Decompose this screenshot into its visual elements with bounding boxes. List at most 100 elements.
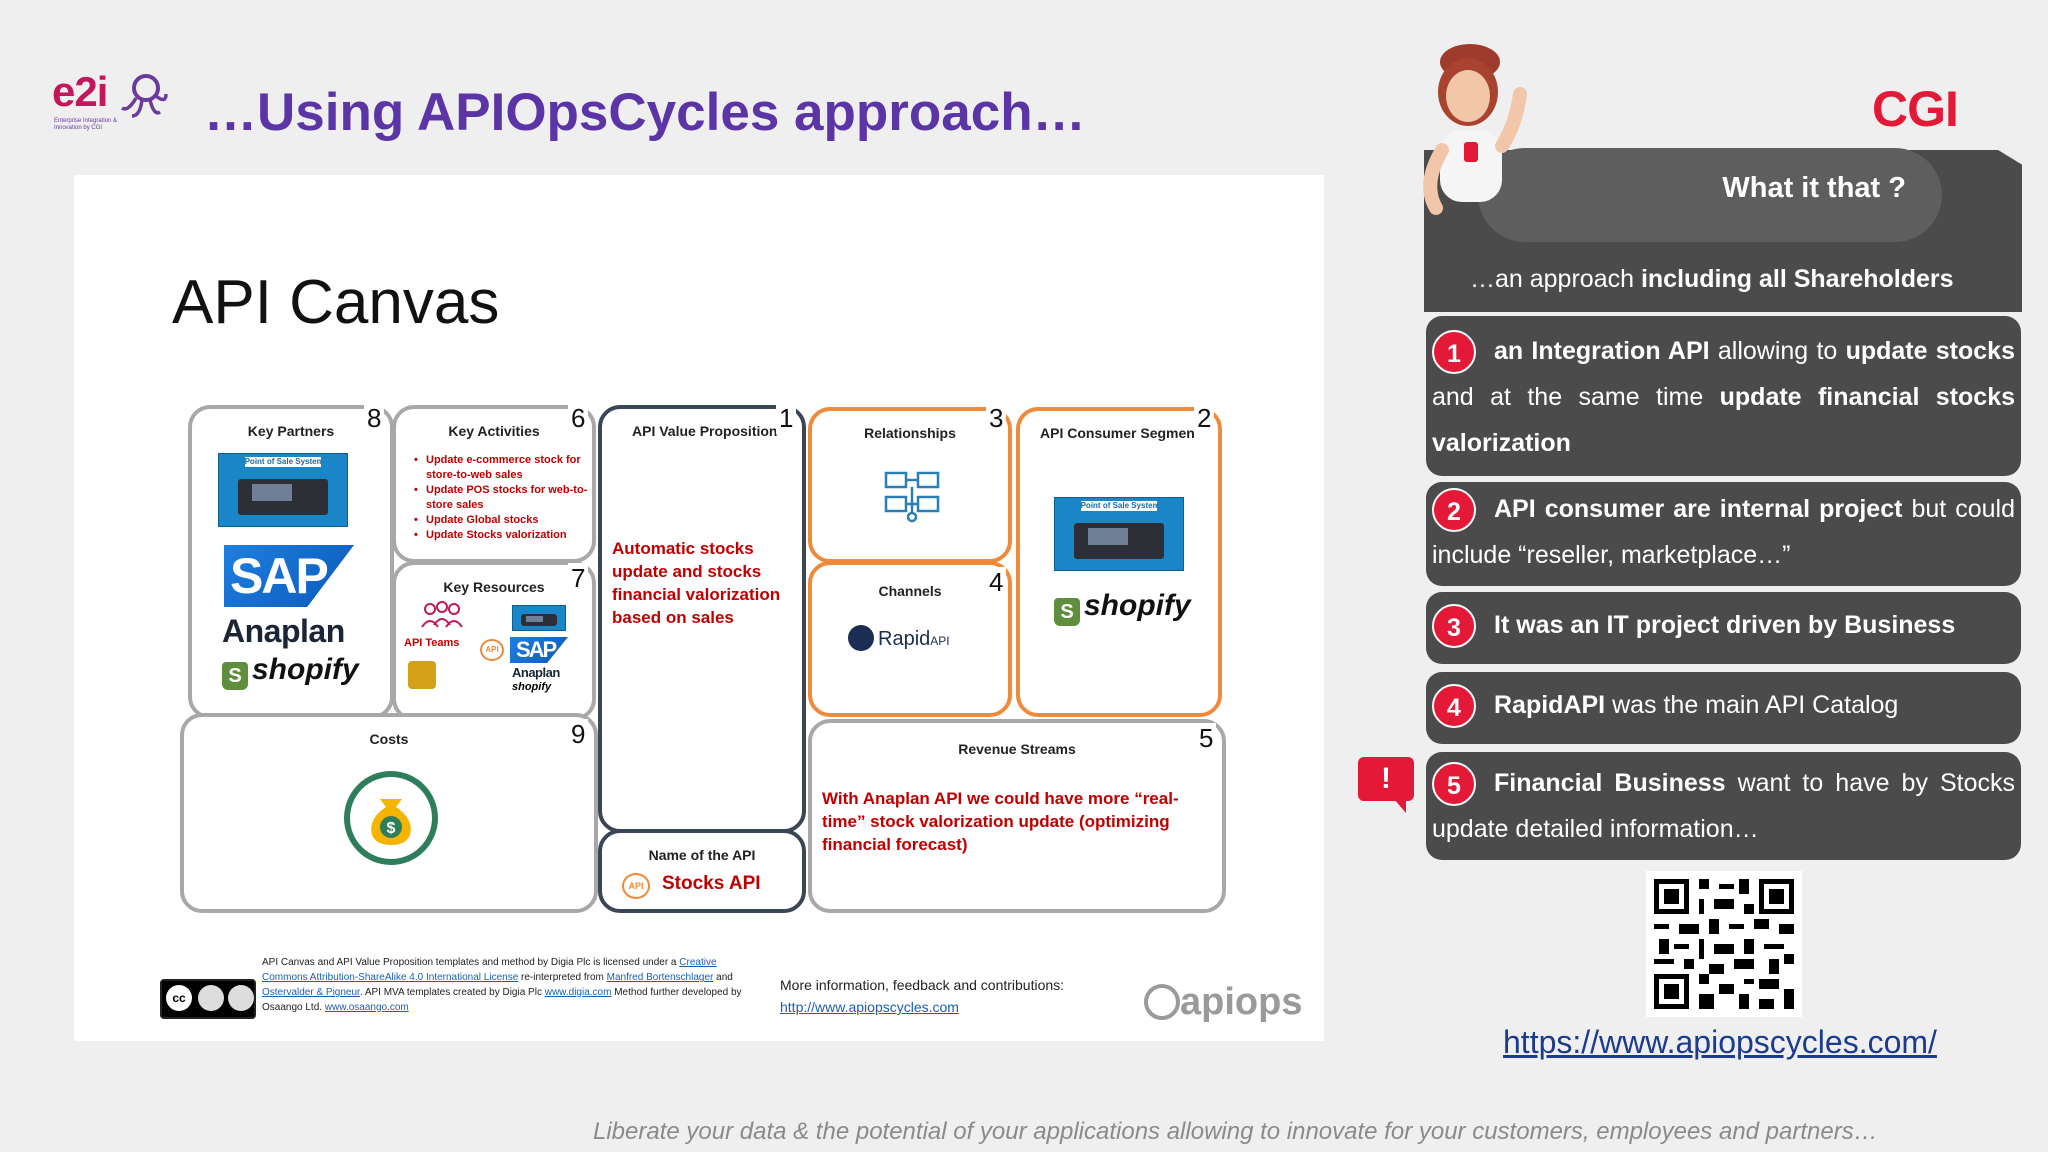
key-activities-list: Update e-commerce stock for store-to-web… (414, 453, 592, 543)
item-bold: update stocks (1845, 337, 2015, 365)
shopify-text: shopify (1084, 589, 1191, 622)
block-number: 7 (568, 563, 589, 594)
osterwalder-link[interactable]: Ostervalder & Pigneur (262, 987, 360, 998)
apiopscycles-link[interactable]: http://www.apiopscycles.com (780, 999, 959, 1015)
block-number: 1 (776, 403, 797, 434)
list-item: Update Global stocks (414, 513, 592, 528)
key-resources-block: Key Resources API Teams API SAP Anaplan … (392, 561, 596, 721)
name-of-api-label: Name of the API (648, 847, 756, 863)
item-bold: RapidAPI (1494, 691, 1606, 719)
pos-caption: Point of Sale System (1080, 501, 1158, 511)
bortenschlager-link[interactable]: Manfred Bortenschlager (606, 972, 714, 983)
item-text: was the main API Catalog (1605, 691, 1899, 719)
block-number: 9 (568, 719, 589, 750)
shopify-bag-icon: S (222, 662, 248, 690)
money-bag-icon: $ (344, 771, 438, 865)
license-line: re-interpreted from (518, 972, 607, 983)
cc-license-link[interactable]: Creative Commons Attribution-ShareAlike … (262, 957, 717, 983)
key-activities-block: Key Activities Update e-commerce stock f… (392, 405, 596, 563)
list-item: Update POS stocks for web-to-store sales (414, 483, 592, 513)
revenue-streams-text: With Anaplan API we could have more “rea… (822, 789, 1179, 854)
question-pill: What it that ? (1478, 148, 1942, 242)
canvas-title: API Canvas (172, 268, 500, 337)
item-text: want to have by Stocks update detailed i… (1432, 769, 2016, 844)
sap-logo: SAP (224, 545, 354, 607)
name-of-api-block: Name of the API API Stocks API (598, 829, 806, 913)
question-text: What it that ? (1722, 172, 1906, 204)
revenue-streams-label: Revenue Streams (958, 741, 1076, 757)
rapidapi-logo: RapidAPI (848, 625, 950, 651)
e2i-logo-subtitle: Enterprise Integration & Innovation by C… (54, 118, 118, 131)
license-line: and (713, 972, 733, 983)
apiopscycles-url[interactable]: https://www.apiopscycles.com/ (1503, 1024, 1937, 1060)
pos-caption: Point of Sale System (244, 457, 322, 467)
approach-bold: including all Shareholders (1640, 265, 1954, 293)
panel-item-4: 4 RapidAPI was the main API Catalog (1426, 672, 2021, 744)
item-text: but could include “reseller, marketplace… (1432, 495, 2015, 570)
digia-link[interactable]: www.digia.com (544, 987, 612, 998)
key-partners-label: Key Partners (247, 423, 335, 439)
value-proposition-text: Automatic stocks update and stocks finan… (612, 539, 781, 627)
value-proposition-block: API Value Proposition Automatic stocks u… (598, 405, 806, 833)
item-number-badge: 1 (1432, 330, 1476, 375)
shopify-bag-icon: S (1054, 598, 1080, 626)
approach-prefix: …an approach (1470, 265, 1641, 293)
item-bold: update financial stocks valorization (1432, 383, 2015, 458)
apiops-logo-text: apiops (1180, 981, 1303, 1023)
slack-icon (408, 661, 436, 689)
item-text: and at the same time (1432, 383, 1720, 412)
rapidapi-api-text: API (930, 634, 950, 648)
api-gear-icon: API (480, 639, 504, 661)
costs-block: Costs $ (180, 713, 598, 913)
octopus-icon (121, 74, 168, 118)
e2i-logo-text: e2i (52, 68, 108, 115)
value-proposition-label: API Value Proposition (632, 423, 778, 439)
pos-system-image (512, 605, 566, 631)
license-line: API Canvas and API Value Proposition tem… (262, 957, 680, 968)
pos-system-image: Point of Sale System (218, 453, 348, 527)
api-name-value: Stocks API (662, 873, 761, 894)
cc-license-badge: cc (160, 979, 256, 1019)
list-item: Update e-commerce stock for store-to-web… (414, 453, 592, 483)
item-number-badge: 4 (1432, 684, 1476, 729)
channels-label: Channels (878, 583, 942, 599)
alert-icon: ! (1358, 757, 1414, 813)
more-info-text: More information, feedback and contribut… (780, 977, 1065, 993)
apiops-logo: apiops (1144, 981, 1302, 1024)
item-number-badge: 2 (1432, 488, 1476, 533)
pos-system-image: Point of Sale System (1054, 497, 1184, 571)
costs-label: Costs (369, 731, 409, 747)
channels-block: Channels RapidAPI (808, 561, 1012, 717)
block-number: 6 (568, 403, 589, 434)
block-number: 8 (364, 403, 385, 434)
team-icon (421, 601, 463, 628)
shopify-text: shopify (252, 653, 359, 686)
footer-tagline: Liberate your data & the potential of yo… (593, 1118, 1878, 1145)
api-gear-icon: API (622, 873, 650, 899)
key-activities-label: Key Activities (448, 423, 540, 439)
license-line: . API MVA templates created by Digia Plc (359, 987, 545, 998)
relationships-block: Relationships (808, 407, 1012, 563)
rapidapi-icon (848, 625, 874, 651)
revenue-streams-block: Revenue Streams With Anaplan API we coul… (808, 719, 1226, 913)
relationships-label: Relationships (864, 425, 956, 441)
item-number-badge: 3 (1432, 604, 1476, 649)
sap-logo: SAP (510, 637, 568, 663)
license-text: API Canvas and API Value Proposition tem… (262, 955, 748, 1015)
key-resources-label: Key Resources (443, 579, 545, 595)
rapidapi-text: Rapid (878, 628, 931, 650)
block-number: 2 (1194, 403, 1215, 434)
osaango-link[interactable]: www.osaango.com (324, 1002, 409, 1013)
character-illustration (1423, 44, 1527, 215)
item-bold: Financial Business (1494, 769, 1726, 797)
svg-text:$: $ (387, 820, 396, 837)
qr-code (1646, 871, 1802, 1017)
apiops-gear-icon (1144, 984, 1180, 1020)
item-bold: It was an IT project driven by Business (1494, 611, 1956, 639)
consumer-segments-block: API Consumer Segments Point of Sale Syst… (1016, 407, 1222, 717)
panel-item-3: 3 It was an IT project driven by Business (1426, 592, 2021, 664)
e2i-logo: e2i Enterprise Integration & Innovation … (52, 68, 170, 131)
